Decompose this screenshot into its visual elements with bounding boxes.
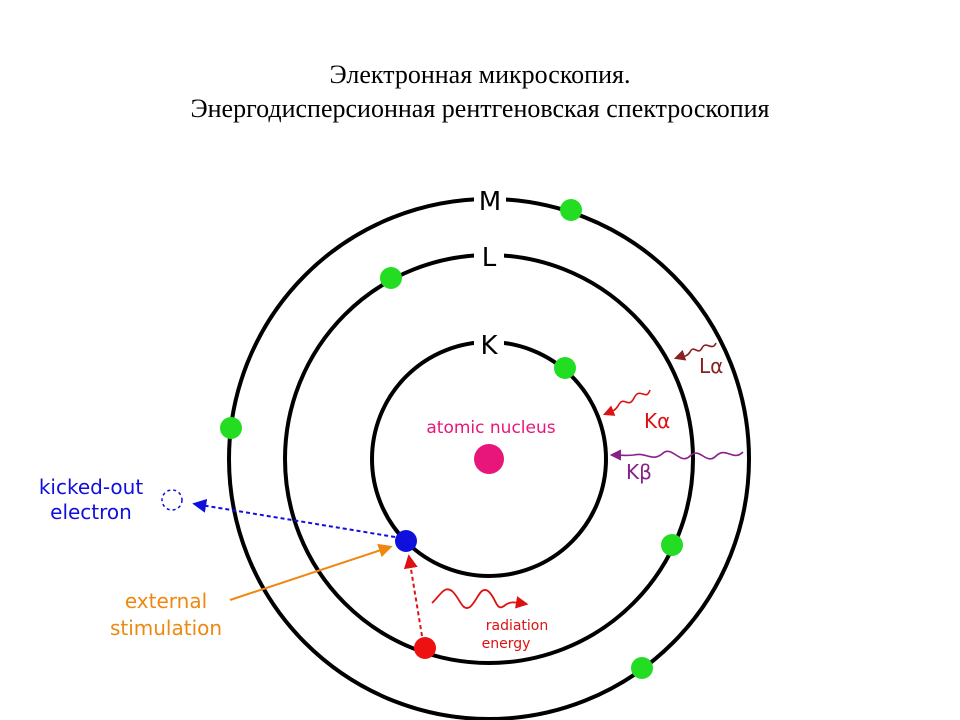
electron-l-red — [414, 637, 436, 659]
k-alpha-label: Kα — [644, 409, 670, 433]
electron-k-1 — [554, 357, 576, 379]
electron-k-excited — [395, 530, 417, 552]
stimulation-label-1: external — [125, 589, 207, 613]
k-beta-label: Kβ — [626, 460, 652, 484]
transition-arrow — [403, 554, 423, 637]
k-alpha-wave — [602, 389, 651, 416]
k-beta-wave — [609, 449, 744, 461]
nucleus-label: atomic nucleus — [426, 418, 555, 438]
stimulation-arrow — [229, 543, 393, 601]
shell-k-label: K — [480, 331, 498, 361]
electron-m-3 — [631, 657, 653, 679]
radiation-wave — [431, 588, 529, 609]
l-alpha-wave — [673, 342, 717, 361]
stimulation-label-2: stimulation — [110, 616, 222, 640]
title-line-1: Электронная микроскопия. — [329, 60, 631, 89]
page-title: Электронная микроскопия. Энергодисперсио… — [0, 58, 960, 126]
electron-l-1 — [380, 267, 402, 289]
shell-m-label: M — [479, 187, 501, 217]
shell-l-label: L — [482, 243, 497, 273]
atomic-nucleus — [474, 444, 504, 474]
l-alpha-label: Lα — [699, 354, 723, 378]
kicked-out-electron-ghost — [161, 489, 183, 511]
kicked-out-arrow — [192, 498, 396, 538]
radiation-label-2: energy — [482, 636, 531, 652]
title-line-2: Энергодисперсионная рентгеновская спектр… — [190, 94, 770, 123]
kicked-out-label-2: electron — [50, 500, 132, 524]
electron-m-1 — [560, 199, 582, 221]
electron-l-2 — [661, 534, 683, 556]
kicked-out-label-1: kicked-out — [39, 475, 144, 499]
electron-m-2 — [220, 417, 242, 439]
radiation-label-1: radiation — [486, 618, 549, 634]
